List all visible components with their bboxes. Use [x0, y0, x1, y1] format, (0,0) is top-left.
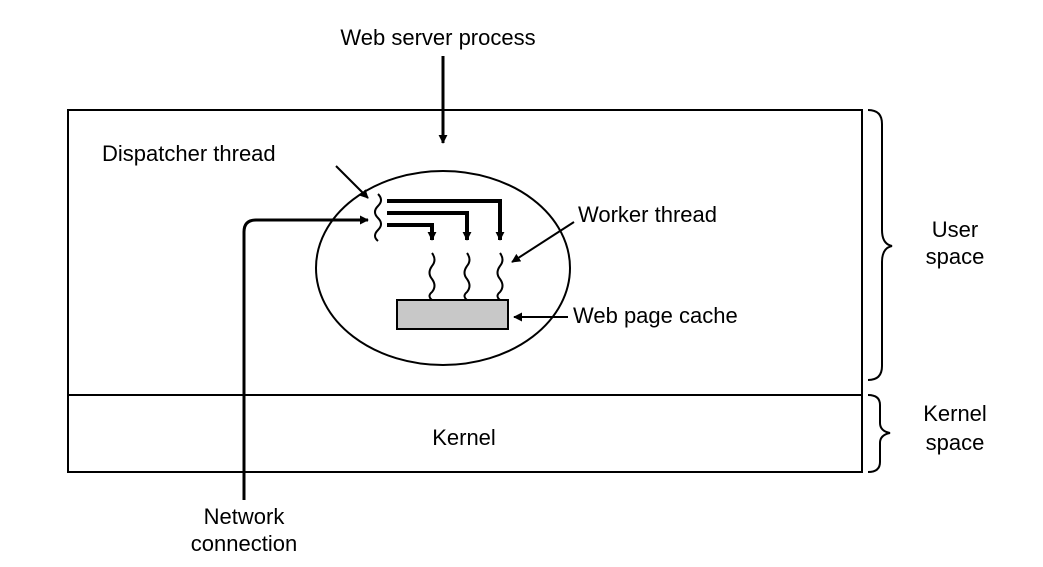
- kernel-space-label-line1: Kernel: [923, 401, 987, 426]
- web-server-process-label: Web server process: [340, 25, 535, 50]
- network-connection-label-line1: Network: [204, 504, 286, 529]
- web-page-cache-label: Web page cache: [573, 303, 738, 328]
- dispatcher-thread-label: Dispatcher thread: [102, 141, 276, 166]
- web-page-cache-box: [396, 299, 509, 330]
- dispatch-arrow-worker-2: [387, 211, 472, 241]
- network-connection-path: [242, 215, 369, 500]
- user-space-label-line2: space: [926, 244, 985, 269]
- dispatcher-thread-arrow: [335, 165, 369, 199]
- worker-thread-arrow: [511, 221, 575, 263]
- kernel-space-brace: [867, 394, 891, 473]
- worker-thread-squiggle-3: [496, 252, 504, 301]
- dispatch-arrow-worker-1: [387, 223, 437, 241]
- user-space-label-line1: User: [932, 217, 978, 242]
- dispatch-arrow-worker-3: [387, 199, 505, 241]
- dispatcher-thread-squiggle: [374, 193, 382, 242]
- worker-thread-squiggle-2: [463, 252, 471, 301]
- kernel-label: Kernel: [432, 425, 496, 450]
- user-space-brace: [867, 109, 893, 381]
- system-box: [67, 109, 863, 473]
- kernel-space-label-line2: space: [926, 430, 985, 455]
- worker-thread-label: Worker thread: [578, 202, 717, 227]
- network-connection-label-line2: connection: [191, 531, 297, 556]
- web-server-process-ellipse: [315, 170, 571, 366]
- worker-thread-squiggle-1: [428, 252, 436, 301]
